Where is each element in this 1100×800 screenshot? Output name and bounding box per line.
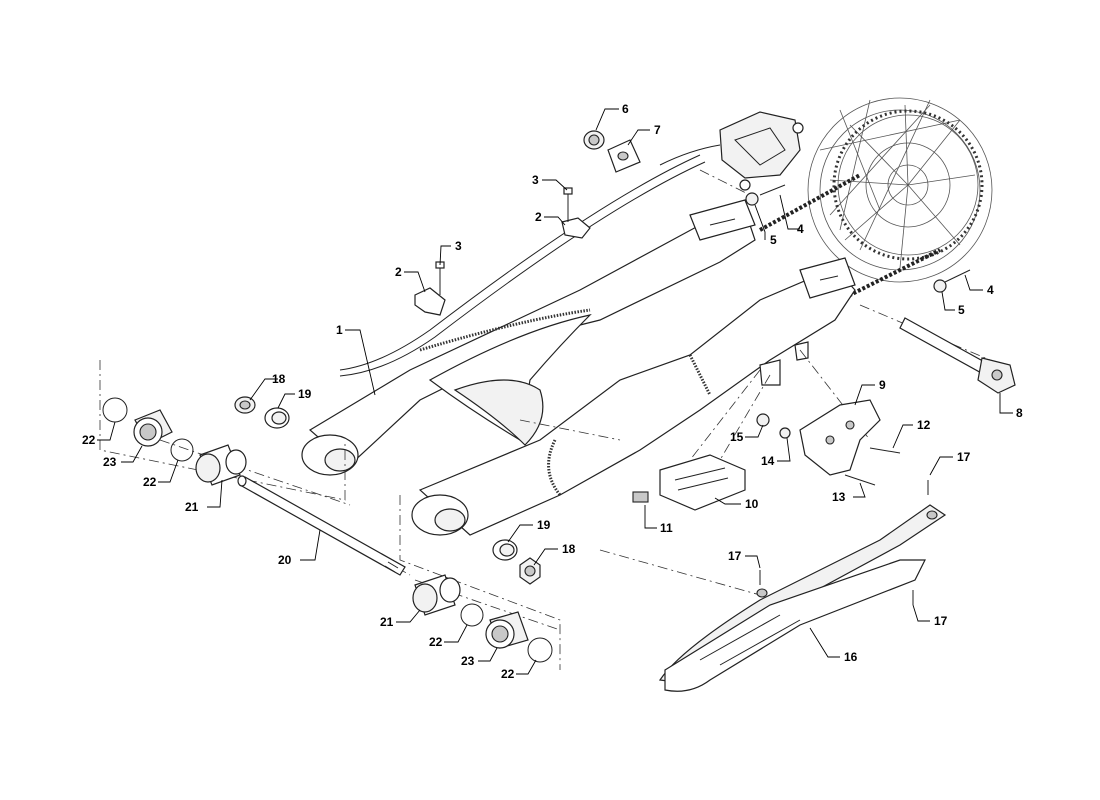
leader-lines	[97, 108, 1013, 675]
pivot-axle	[237, 475, 406, 576]
callout-22: 22	[501, 667, 515, 681]
brake-caliper	[659, 111, 804, 191]
callout-1: 1	[336, 323, 343, 337]
callout-10: 10	[745, 497, 759, 511]
right-pivot-stack	[412, 574, 553, 663]
callout-12: 12	[917, 418, 931, 432]
chain-slider	[658, 480, 947, 692]
callout-18: 18	[562, 542, 576, 556]
adjuster-bolts	[745, 184, 971, 293]
callout-16: 16	[844, 650, 858, 664]
callout-19: 19	[537, 518, 551, 532]
callout-5: 5	[770, 233, 777, 247]
rear-axle	[899, 317, 1016, 394]
callout-21: 21	[380, 615, 394, 629]
chain-guide-block	[632, 454, 746, 511]
callout-17: 17	[728, 549, 742, 563]
callout-2: 2	[535, 210, 542, 224]
callout-22: 22	[82, 433, 96, 447]
callout-11: 11	[660, 521, 673, 535]
callout-3: 3	[455, 239, 462, 253]
callout-15: 15	[730, 430, 744, 444]
callout-4: 4	[987, 283, 994, 297]
callout-7: 7	[654, 123, 661, 137]
callout-4: 4	[797, 222, 804, 236]
callout-17: 17	[957, 450, 971, 464]
callout-6: 6	[622, 102, 629, 116]
callout-23: 23	[461, 654, 475, 668]
brake-hose	[339, 154, 706, 377]
callout-23: 23	[103, 455, 117, 469]
callout-21: 21	[185, 500, 199, 514]
cable-clamps	[414, 187, 591, 316]
callout-labels: 1 2 2 3 3 4 4 5 5 6 7 8 9 10 11 12 13 14…	[82, 102, 1023, 681]
drive-chain	[759, 173, 941, 302]
callout-8: 8	[1016, 406, 1023, 420]
callout-17: 17	[934, 614, 948, 628]
pivot-washers-nuts	[234, 396, 541, 585]
callout-5: 5	[958, 303, 965, 317]
axle-adjusters	[583, 130, 641, 173]
swingarm	[301, 199, 856, 536]
rear-wheel-sprocket	[807, 97, 993, 283]
chain-guide	[756, 399, 901, 486]
callout-20: 20	[278, 553, 292, 567]
left-pivot-stack	[102, 397, 247, 486]
callout-3: 3	[532, 173, 539, 187]
callout-22: 22	[143, 475, 157, 489]
callout-14: 14	[761, 454, 775, 468]
callout-18: 18	[272, 372, 286, 386]
callout-19: 19	[298, 387, 312, 401]
callout-22: 22	[429, 635, 443, 649]
callout-9: 9	[879, 378, 886, 392]
callout-13: 13	[832, 490, 846, 504]
callout-2: 2	[395, 265, 402, 279]
